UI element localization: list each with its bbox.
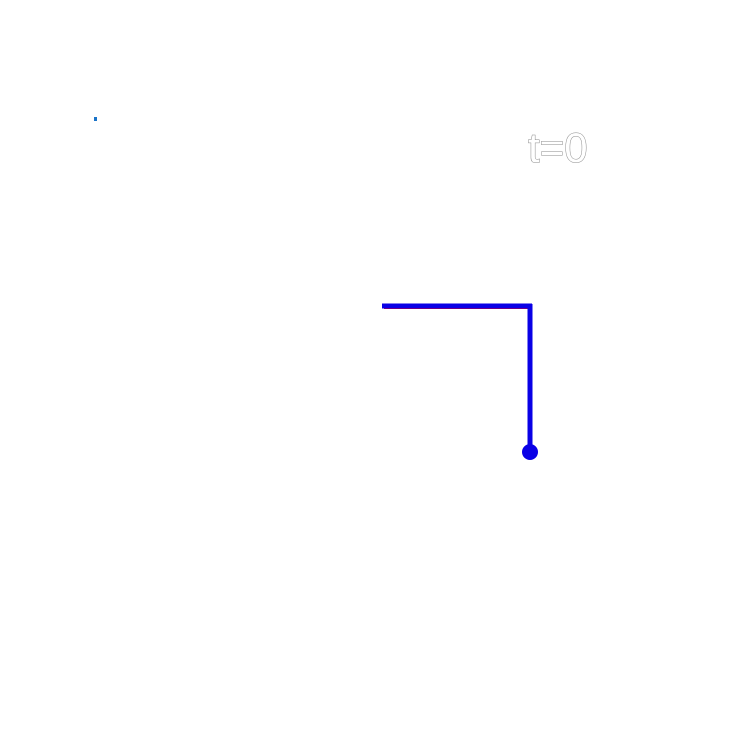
pendulum-bob — [522, 444, 538, 460]
corner-marker — [94, 117, 97, 121]
time-label: t=0 — [528, 124, 588, 171]
